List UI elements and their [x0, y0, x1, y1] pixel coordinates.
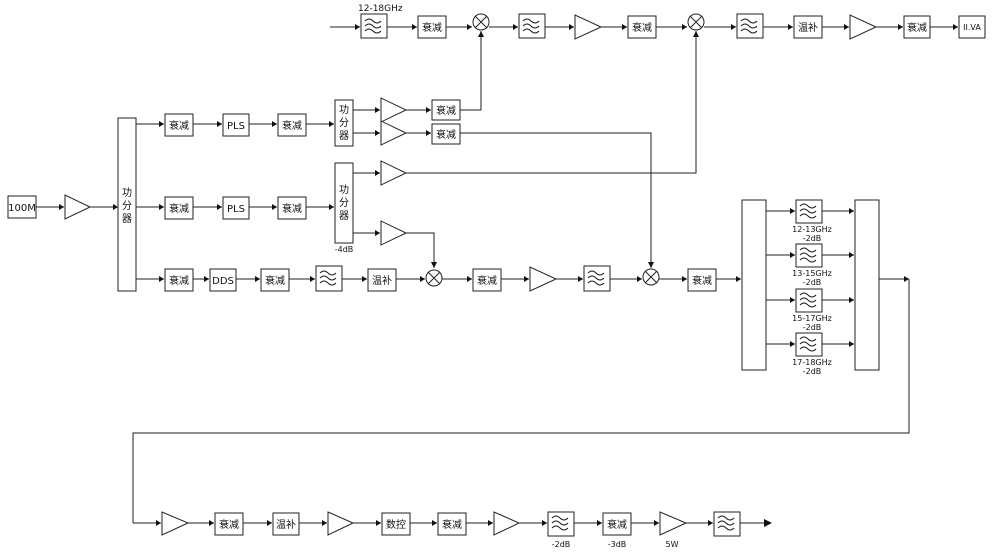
attenuator-block	[260, 268, 290, 292]
power-divider-label: 功	[122, 187, 132, 199]
attenuator-block	[687, 268, 717, 292]
attenuator-label: 衰减	[422, 21, 442, 34]
attenuator-label: 衰减	[477, 274, 497, 287]
power-divider-upper	[334, 99, 354, 147]
top-chain: 12-18GHz 衰减 衰减 温补	[330, 4, 986, 40]
attenuator-block	[277, 196, 307, 220]
amplifier-icon	[380, 220, 408, 246]
attenuator-label: 衰减	[169, 202, 189, 215]
attenuator-block	[602, 512, 632, 536]
pls-label: PLS	[227, 121, 245, 132]
svg-text:功: 功	[339, 104, 349, 116]
filter-icon	[518, 13, 546, 39]
svg-text:分: 分	[339, 117, 349, 129]
bottom-chain: 衰减 温补 数控 衰减 -2dB 衰减 -3dB 5W	[133, 511, 772, 549]
attenuator-label: 衰减	[169, 119, 189, 132]
attenuator-label: 衰减	[436, 104, 456, 117]
attenuator-label: 衰减	[219, 518, 239, 531]
svg-text:器: 器	[122, 213, 132, 225]
attenuator-label: 衰减	[692, 274, 712, 287]
attenuator-label: 衰减	[436, 128, 456, 141]
ref-100m-label: 100M	[8, 203, 36, 214]
amplifier-icon	[327, 511, 355, 536]
branch-pls-upper: 衰减 PLS 衰减 功 分 器 衰减 衰减	[136, 31, 654, 268]
branch-pls-lower: 衰减 PLS 衰减 功 分 器 -4dB	[136, 31, 699, 268]
amplifier-icon	[659, 511, 688, 536]
amplifier-icon	[493, 511, 521, 536]
filter-bank: 12-13GHz -2dB 13-15GHz -2dB 15-17GHz -2d…	[132, 199, 910, 523]
attenuator-label: 衰减	[169, 274, 189, 287]
filter-bank-3-loss: -2dB	[803, 323, 822, 332]
bottom-amp-power: 5W	[666, 540, 679, 549]
attenuator-label: 衰减	[265, 274, 285, 287]
svg-text:器: 器	[339, 210, 349, 222]
attenuator-label: 衰减	[282, 119, 302, 132]
filter-bank-3-band: 15-17GHz	[792, 314, 832, 323]
pls-block	[222, 113, 250, 137]
switch-out	[854, 199, 880, 371]
pls-block	[222, 196, 250, 220]
temp-comp-block	[272, 512, 300, 536]
output-block	[958, 15, 986, 39]
attenuator-label: 衰减	[607, 518, 627, 531]
svg-text:功: 功	[339, 184, 349, 196]
reference-input: 100M 功 分 器	[7, 117, 137, 292]
dds-label: DDS	[212, 276, 234, 287]
attenuator-label: 衰减	[632, 21, 652, 34]
svg-text:分: 分	[122, 200, 132, 212]
branch-dds: 衰减 DDS 衰减 温补 衰减	[136, 265, 741, 292]
svg-text:分: 分	[339, 197, 349, 209]
pls-label: PLS	[227, 204, 245, 215]
switch-in	[741, 199, 767, 371]
temp-comp-block	[367, 268, 397, 292]
attenuator-block	[214, 512, 244, 536]
attenuator-block	[472, 268, 502, 292]
attenuator-block	[437, 512, 467, 536]
temp-comp-label: 温补	[276, 518, 296, 531]
attenuator-label: 衰减	[442, 518, 462, 531]
attenuator-block	[277, 113, 307, 137]
amplifier-icon	[380, 120, 408, 146]
temp-comp-label: 温补	[372, 274, 392, 287]
digital-ctrl-block	[381, 512, 411, 536]
input-band-label: 12-18GHz	[358, 4, 403, 14]
svg-text:器: 器	[339, 130, 349, 142]
output-label: II.VA	[963, 23, 981, 32]
amplifier-icon	[380, 97, 408, 123]
temp-comp-label: 温补	[798, 21, 818, 34]
filter-bank-2-band: 13-15GHz	[792, 269, 832, 278]
filter-bank-1-loss: -2dB	[803, 234, 822, 243]
attenuator-block	[431, 123, 461, 145]
amplifier-icon	[529, 266, 558, 292]
filter-bank-4-loss: -2dB	[803, 367, 822, 376]
power-divider-main	[117, 117, 137, 292]
attenuator-label: 衰减	[907, 21, 927, 34]
amplifier-icon	[161, 511, 190, 536]
filter-bank-4-band: 17-18GHz	[792, 358, 832, 367]
filter-icon	[736, 13, 764, 39]
attenuator-block	[164, 268, 194, 292]
attenuator-block	[164, 113, 194, 137]
filter-bank-2-loss: -2dB	[803, 278, 822, 287]
pd-loss-label: -4dB	[335, 245, 354, 254]
bottom-atten-loss: -3dB	[608, 540, 627, 549]
dds-block	[209, 268, 237, 292]
amplifier-icon	[380, 160, 408, 186]
attenuator-block	[164, 196, 194, 220]
digital-ctrl-label: 数控	[386, 518, 406, 531]
amplifier-icon	[574, 14, 603, 40]
amplifier-icon	[849, 14, 878, 40]
filter-bank-1-band: 12-13GHz	[792, 225, 832, 234]
filter-icon	[360, 13, 388, 39]
amplifier-icon	[64, 194, 92, 220]
attenuator-label: 衰减	[282, 202, 302, 215]
power-divider-lower	[334, 162, 354, 244]
filter-icon	[547, 511, 575, 537]
bottom-filter-loss: -2dB	[552, 540, 571, 549]
